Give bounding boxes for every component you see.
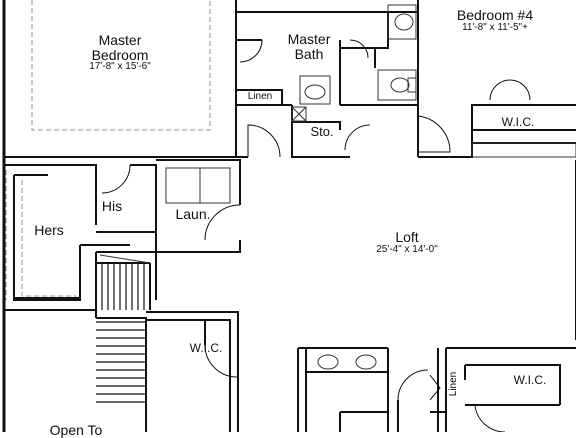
toilet-tank <box>407 77 417 93</box>
bedroom4-name: Bedroom #4 <box>456 7 534 23</box>
sink-icon <box>304 84 326 100</box>
master-bath-name-2: Bath <box>294 45 324 62</box>
sink-icon <box>394 13 414 31</box>
master-bedroom-name-2: Bedroom <box>91 46 149 63</box>
storage-box <box>291 106 307 122</box>
loft-name: Loft <box>395 229 419 245</box>
laundry-label: Laun. <box>175 206 211 222</box>
bedroom4-label: Bedroom #4 11'-8" x 11'-5"+ <box>440 8 550 33</box>
door-swings <box>101 39 531 432</box>
stairs <box>96 263 146 403</box>
master-bedroom-name-1: Master <box>98 32 142 48</box>
his-label: His <box>101 198 123 214</box>
master-bath-tub <box>299 75 331 105</box>
master-bath-vanity <box>387 4 417 40</box>
bedroom4-dimensions: 11'-8" x 11'-5"+ <box>462 21 528 33</box>
loft-label: Loft 25'-4" x 14'-0" <box>352 230 462 255</box>
washer-icon <box>165 167 201 204</box>
master-bath-label: Master Bath <box>274 32 344 61</box>
sink-icon <box>317 354 339 370</box>
wic-center-label: W.I.C. <box>189 341 223 355</box>
sink-icon <box>355 354 377 370</box>
linen-master-label: Linen <box>247 91 273 102</box>
fixtures <box>99 4 576 370</box>
shelf <box>471 142 576 158</box>
toilet-icon <box>390 77 410 93</box>
dryer-icon <box>199 167 231 204</box>
hers-label: Hers <box>34 222 64 238</box>
dashed-outlines <box>5 0 211 300</box>
storage-label: Sto. <box>310 124 334 139</box>
wic-bedroom4-label: W.I.C. <box>501 115 535 129</box>
master-bath-name-1: Master <box>287 31 331 47</box>
open-to-label: Open To <box>49 422 103 438</box>
linen-lower-label: Linen <box>448 371 459 397</box>
toilet-stall <box>377 69 417 101</box>
loft-dimensions: 25'-4" x 14'-0" <box>376 243 438 255</box>
master-bedroom-label: Master Bedroom 17'-8" x 15'-6" <box>70 33 170 73</box>
master-bedroom-dimensions: 17'-8" x 15'-6" <box>89 61 151 73</box>
wic-lower-right-label: W.I.C. <box>513 373 547 387</box>
